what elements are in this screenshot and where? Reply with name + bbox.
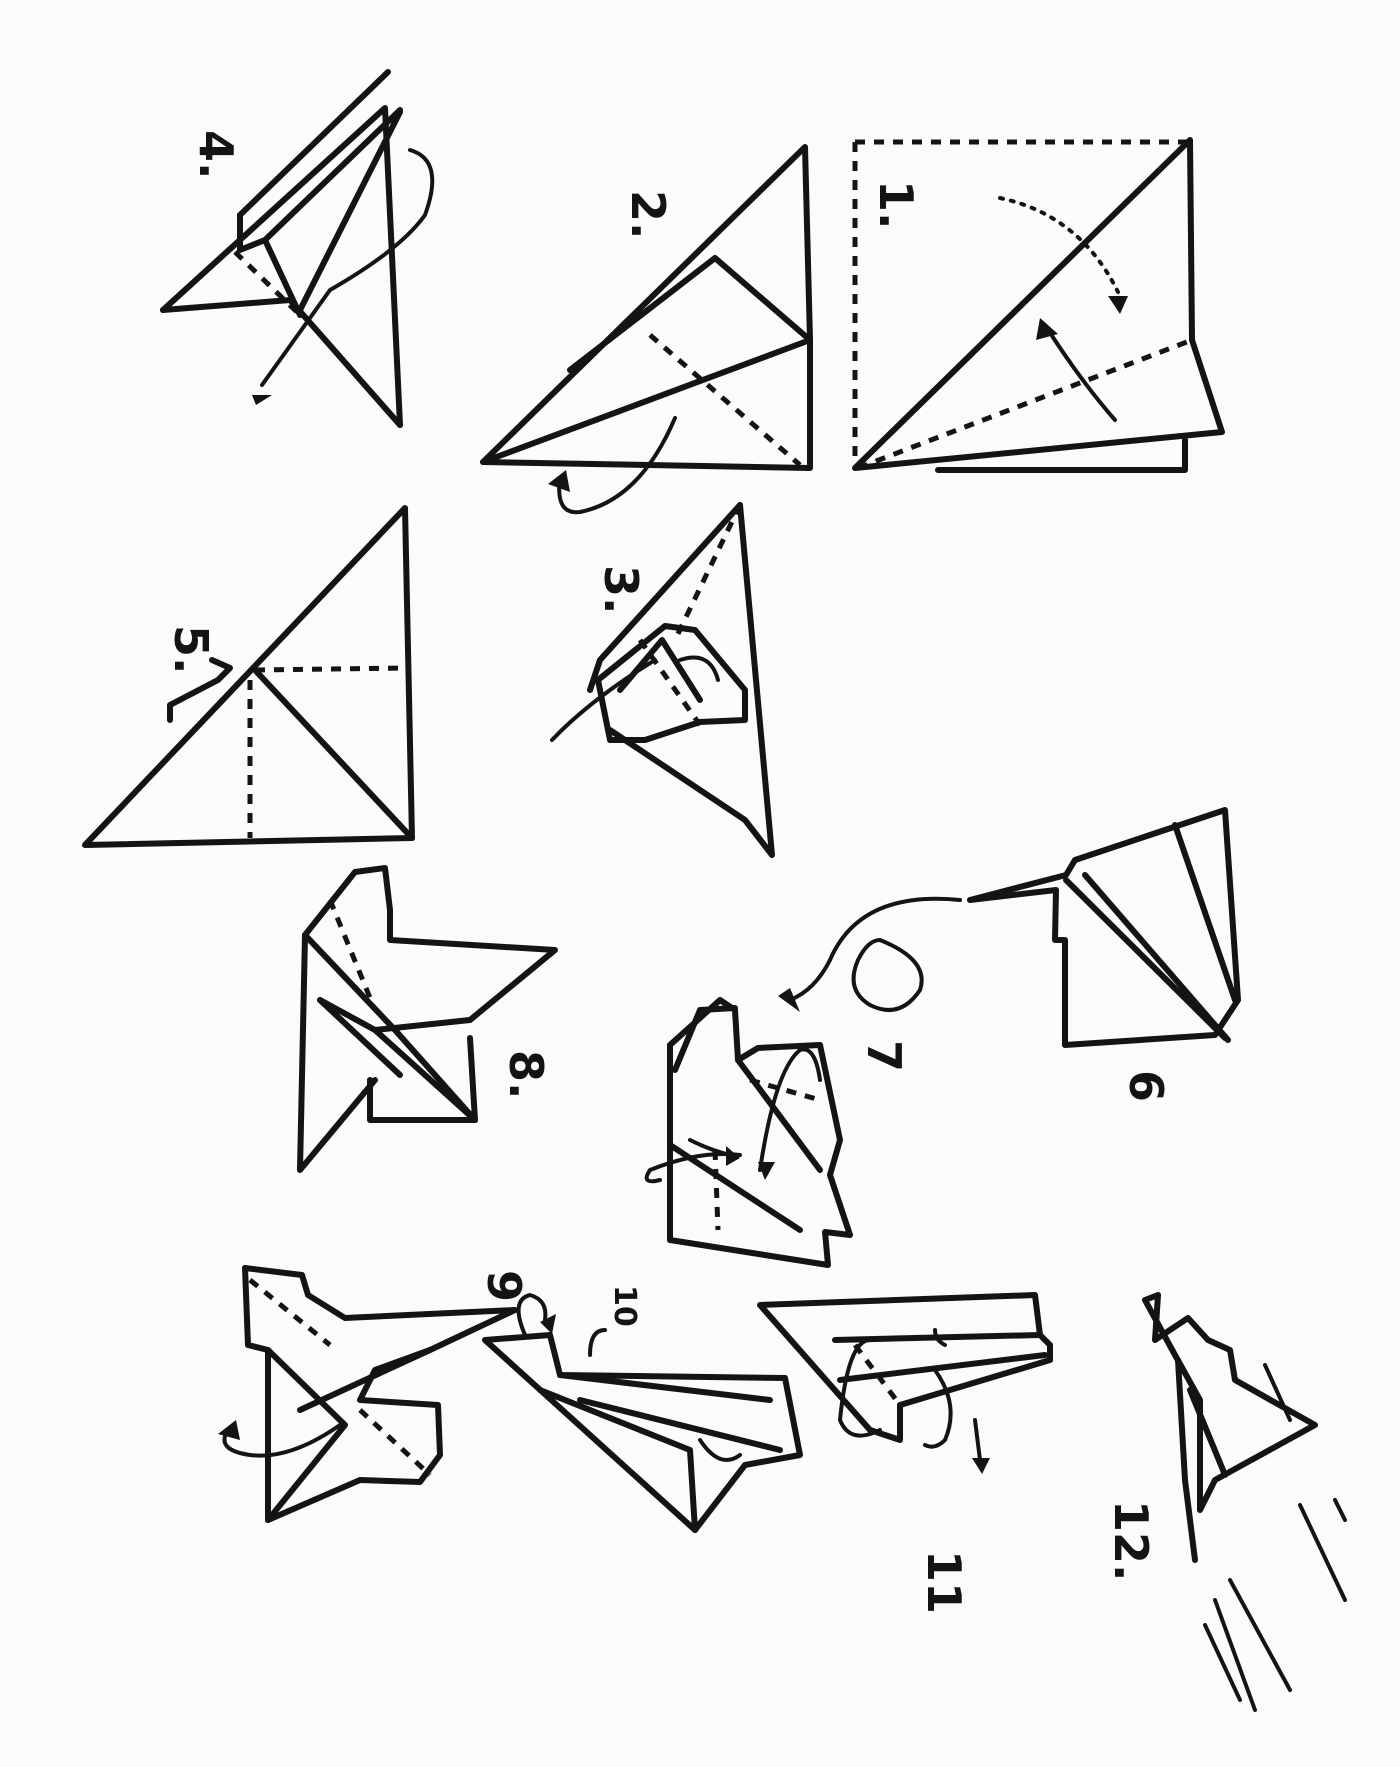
step-10-label: 10: [607, 1285, 642, 1327]
turn-over-arrow: [778, 899, 960, 1012]
step-10-diagram: 10: [485, 1285, 800, 1530]
step-7-label: 7: [857, 1040, 911, 1072]
step-2-label: 2.: [621, 190, 675, 239]
step-6-diagram: 6: [970, 810, 1238, 1102]
step-8-label: 8.: [499, 1050, 553, 1099]
step-4-diagram: 4.: [163, 72, 432, 425]
step-3-label: 3.: [594, 565, 648, 614]
step-5-diagram: 5.: [85, 508, 412, 845]
step-8-diagram: 8.: [300, 868, 555, 1170]
step-9-diagram: 9: [218, 1268, 531, 1520]
step-11-diagram: 11: [760, 1295, 1050, 1614]
step-5-label: 5.: [164, 625, 218, 674]
step-11-label: 11: [917, 1550, 971, 1614]
step-1-diagram: 1.: [855, 140, 1222, 470]
step-7-diagram: 7: [647, 1000, 911, 1265]
step-12-label: 12.: [1104, 1500, 1158, 1582]
step-12-diagram: 12.: [1104, 1295, 1345, 1710]
step-2-diagram: 2.: [483, 147, 810, 512]
step-3-diagram: 3.: [552, 505, 772, 855]
step-6-label: 6: [1119, 1070, 1173, 1102]
step-4-label: 4.: [189, 130, 243, 179]
step-1-label: 1.: [869, 180, 923, 229]
